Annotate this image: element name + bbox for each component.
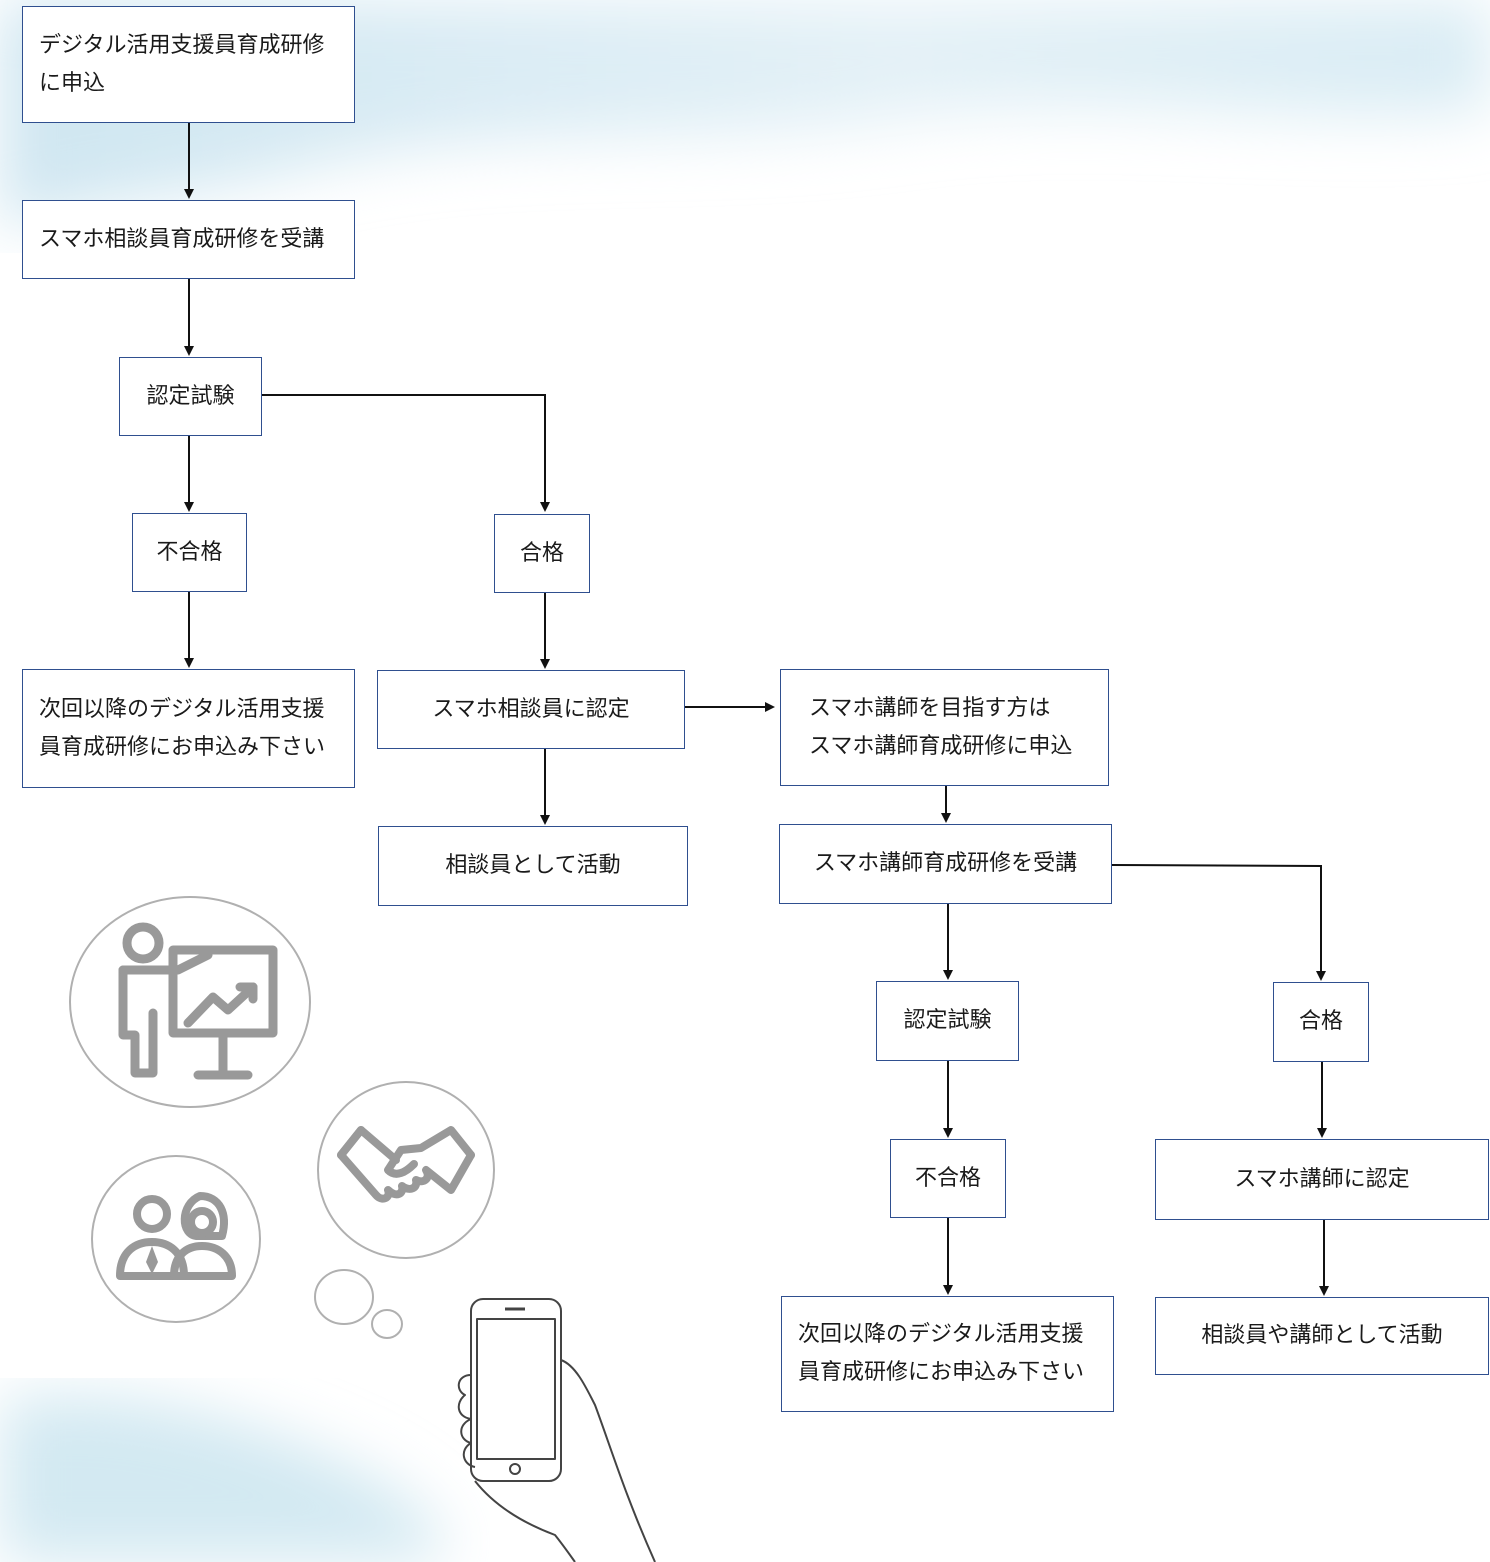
node-attend-consultant-training: スマホ相談員育成研修を受講 bbox=[22, 200, 355, 279]
node-active-consultant: 相談員として活動 bbox=[378, 826, 688, 906]
node-apply-training: デジタル活用支援員育成研修 に申込 bbox=[22, 6, 355, 123]
consultation-icon bbox=[91, 1155, 261, 1323]
node-certified-instructor: スマホ講師に認定 bbox=[1155, 1139, 1489, 1220]
smartphone-hand-icon bbox=[457, 1298, 656, 1562]
node-retry-1: 次回以降のデジタル活用支援 員育成研修にお申込み下さい bbox=[22, 669, 355, 788]
node-fail-1: 不合格 bbox=[132, 513, 247, 592]
node-certification-exam-1: 認定試験 bbox=[119, 357, 262, 436]
node-certified-consultant: スマホ相談員に認定 bbox=[377, 670, 685, 749]
handshake-icon bbox=[317, 1081, 495, 1259]
arrow-exam1-to-pass1 bbox=[262, 394, 550, 512]
arrow-attend2-to-pass2 bbox=[1111, 864, 1326, 981]
node-certification-exam-2: 認定試験 bbox=[876, 981, 1019, 1061]
node-retry-2: 次回以降のデジタル活用支援 員育成研修にお申込み下さい bbox=[781, 1296, 1114, 1412]
presenter-icon bbox=[69, 896, 311, 1108]
node-instructor-apply: スマホ講師を目指す方は スマホ講師育成研修に申込 bbox=[780, 669, 1109, 786]
node-pass-2: 合格 bbox=[1273, 982, 1369, 1062]
thought-bubbles bbox=[314, 1269, 403, 1339]
node-pass-1: 合格 bbox=[494, 514, 590, 593]
node-active-consultant-or-instructor: 相談員や講師として活動 bbox=[1155, 1297, 1489, 1375]
node-fail-2: 不合格 bbox=[890, 1139, 1006, 1218]
node-attend-instructor-training: スマホ講師育成研修を受講 bbox=[779, 824, 1112, 904]
